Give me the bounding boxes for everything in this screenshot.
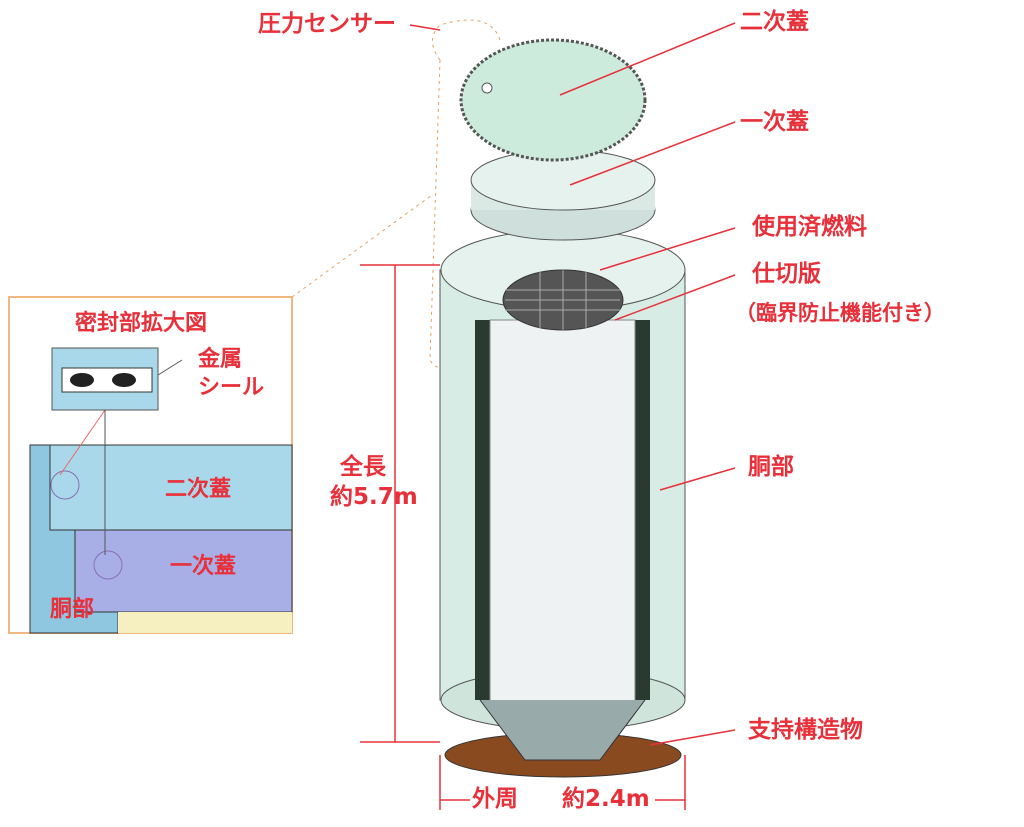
label-circumference-value: 約2.4m (562, 786, 650, 812)
dimension-lines (360, 22, 736, 810)
primary-lid-drawing (470, 149, 656, 241)
inset-metal-seal-1: 金属 (198, 347, 243, 372)
inset-primary-lid: 一次蓋 (170, 554, 237, 579)
label-support: 支持構造物 (748, 717, 863, 743)
label-spent-fuel: 使用済燃料 (752, 214, 867, 240)
label-partition: 仕切版 (752, 261, 821, 287)
seal-inset (8, 296, 293, 634)
label-partition-note: （臨界防止機能付き） (735, 301, 945, 325)
secondary-lid-drawing (459, 38, 647, 162)
inset-title: 密封部拡大図 (75, 311, 208, 336)
inset-metal-seal-2: シール (198, 375, 265, 400)
label-length-title: 全長 (340, 454, 386, 480)
label-length-value: 約5.7m (330, 484, 418, 510)
label-circumference-title: 外周 (472, 786, 518, 812)
label-primary-lid: 一次蓋 (740, 109, 809, 135)
label-secondary-lid: 二次蓋 (740, 9, 809, 35)
label-body: 胴部 (748, 454, 794, 480)
inset-body: 胴部 (50, 597, 95, 622)
cask-body (439, 229, 686, 778)
label-pressure-sensor: 圧力センサー (258, 11, 396, 37)
inset-secondary-lid: 二次蓋 (165, 477, 232, 502)
